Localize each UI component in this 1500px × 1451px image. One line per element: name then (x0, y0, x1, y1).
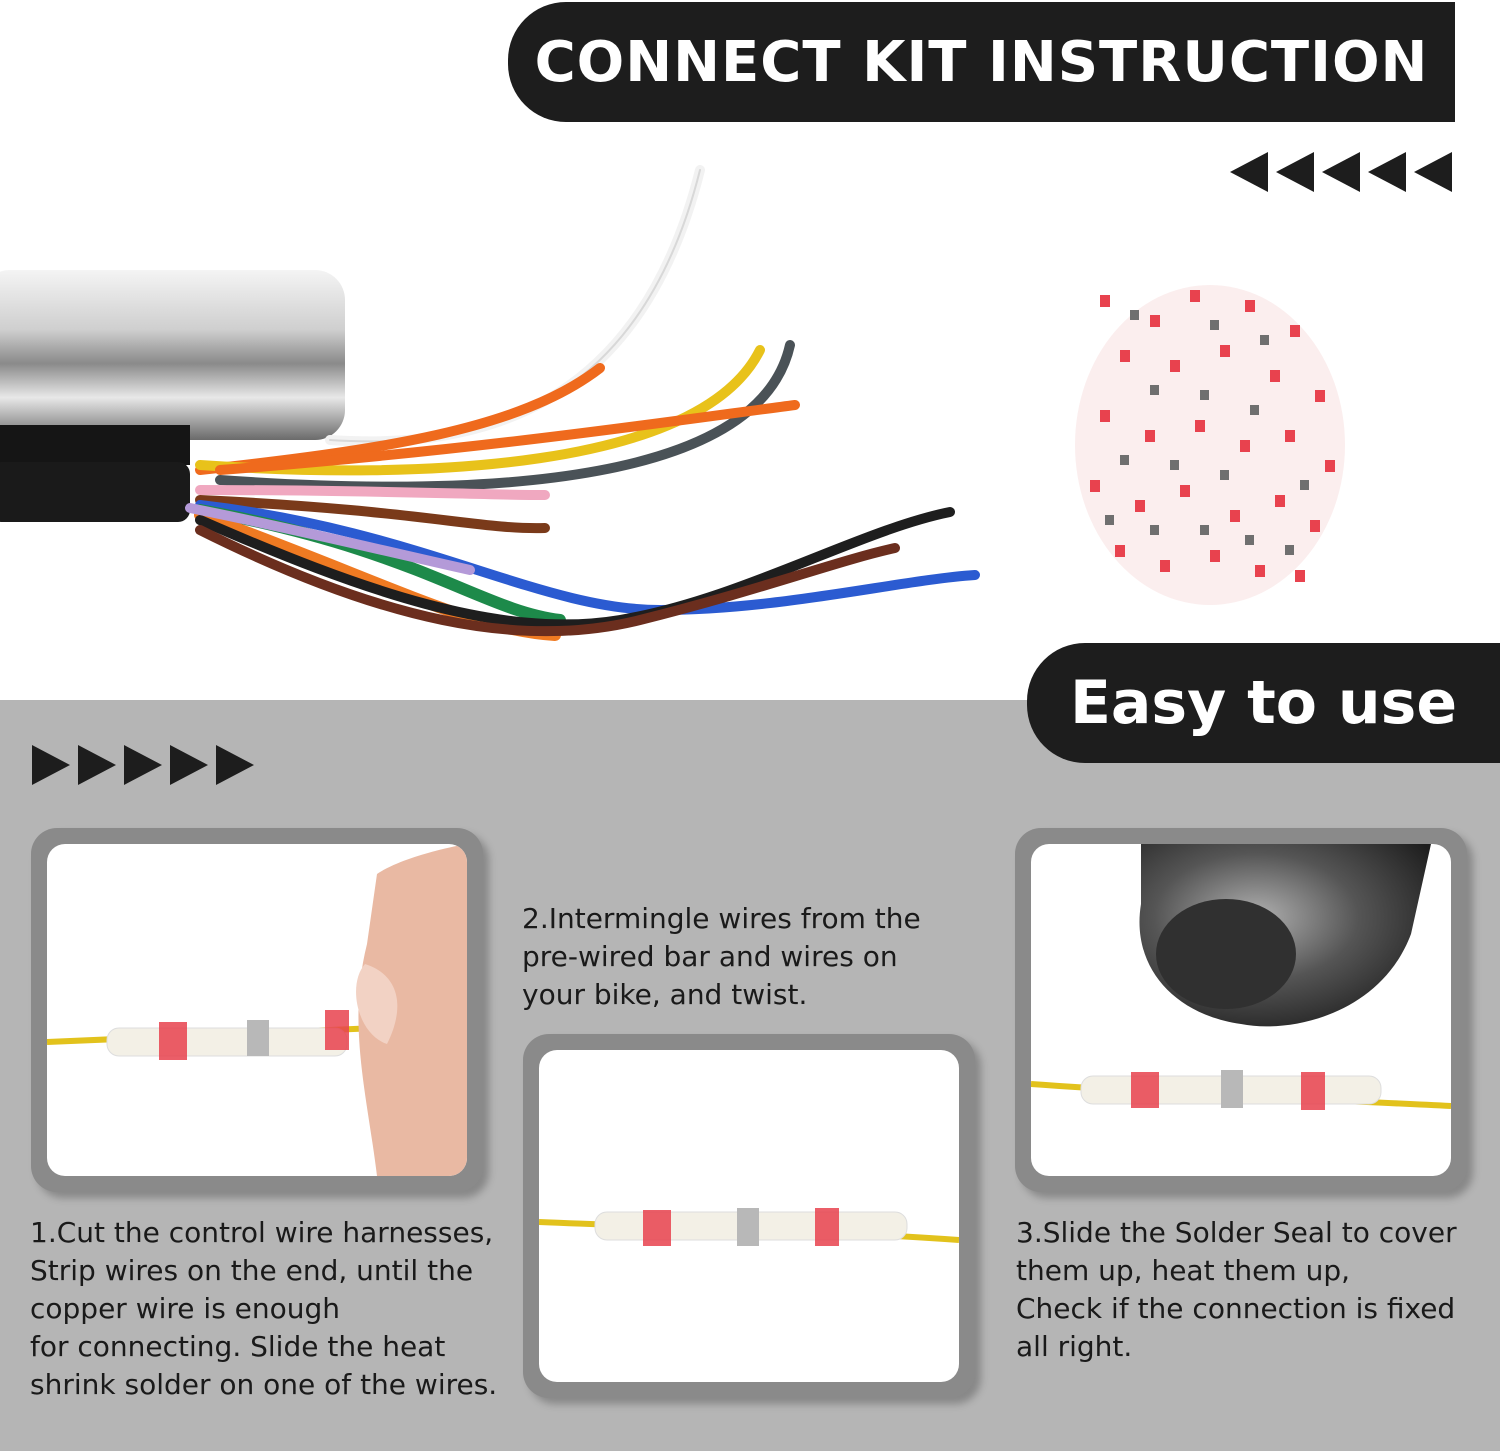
step-3-frame (1015, 828, 1467, 1192)
page-title: CONNECT KIT INSTRUCTION (534, 29, 1429, 95)
arrows-right-icon (32, 745, 262, 785)
step-2-image (539, 1208, 959, 1246)
step-1-frame (31, 828, 483, 1192)
easy-to-use-label: Easy to use (1069, 668, 1458, 738)
step-1-image (47, 844, 467, 1176)
step-1-text: 1.Cut the control wire harnesses, Strip … (30, 1216, 498, 1401)
step-2-frame (523, 1034, 975, 1398)
easy-to-use-banner: Easy to use (1027, 643, 1500, 763)
step-2-text: 2.Intermingle wires from the pre-wired b… (522, 902, 921, 1011)
wire-harness-image (0, 165, 980, 641)
title-banner: CONNECT KIT INSTRUCTION (508, 2, 1455, 122)
solder-seal-pile-image (1075, 285, 1345, 605)
arrows-left-icon (1222, 152, 1452, 192)
step-3-text: 3.Slide the Solder Seal to cover them up… (1016, 1216, 1457, 1363)
step-3-image (1031, 844, 1451, 1110)
